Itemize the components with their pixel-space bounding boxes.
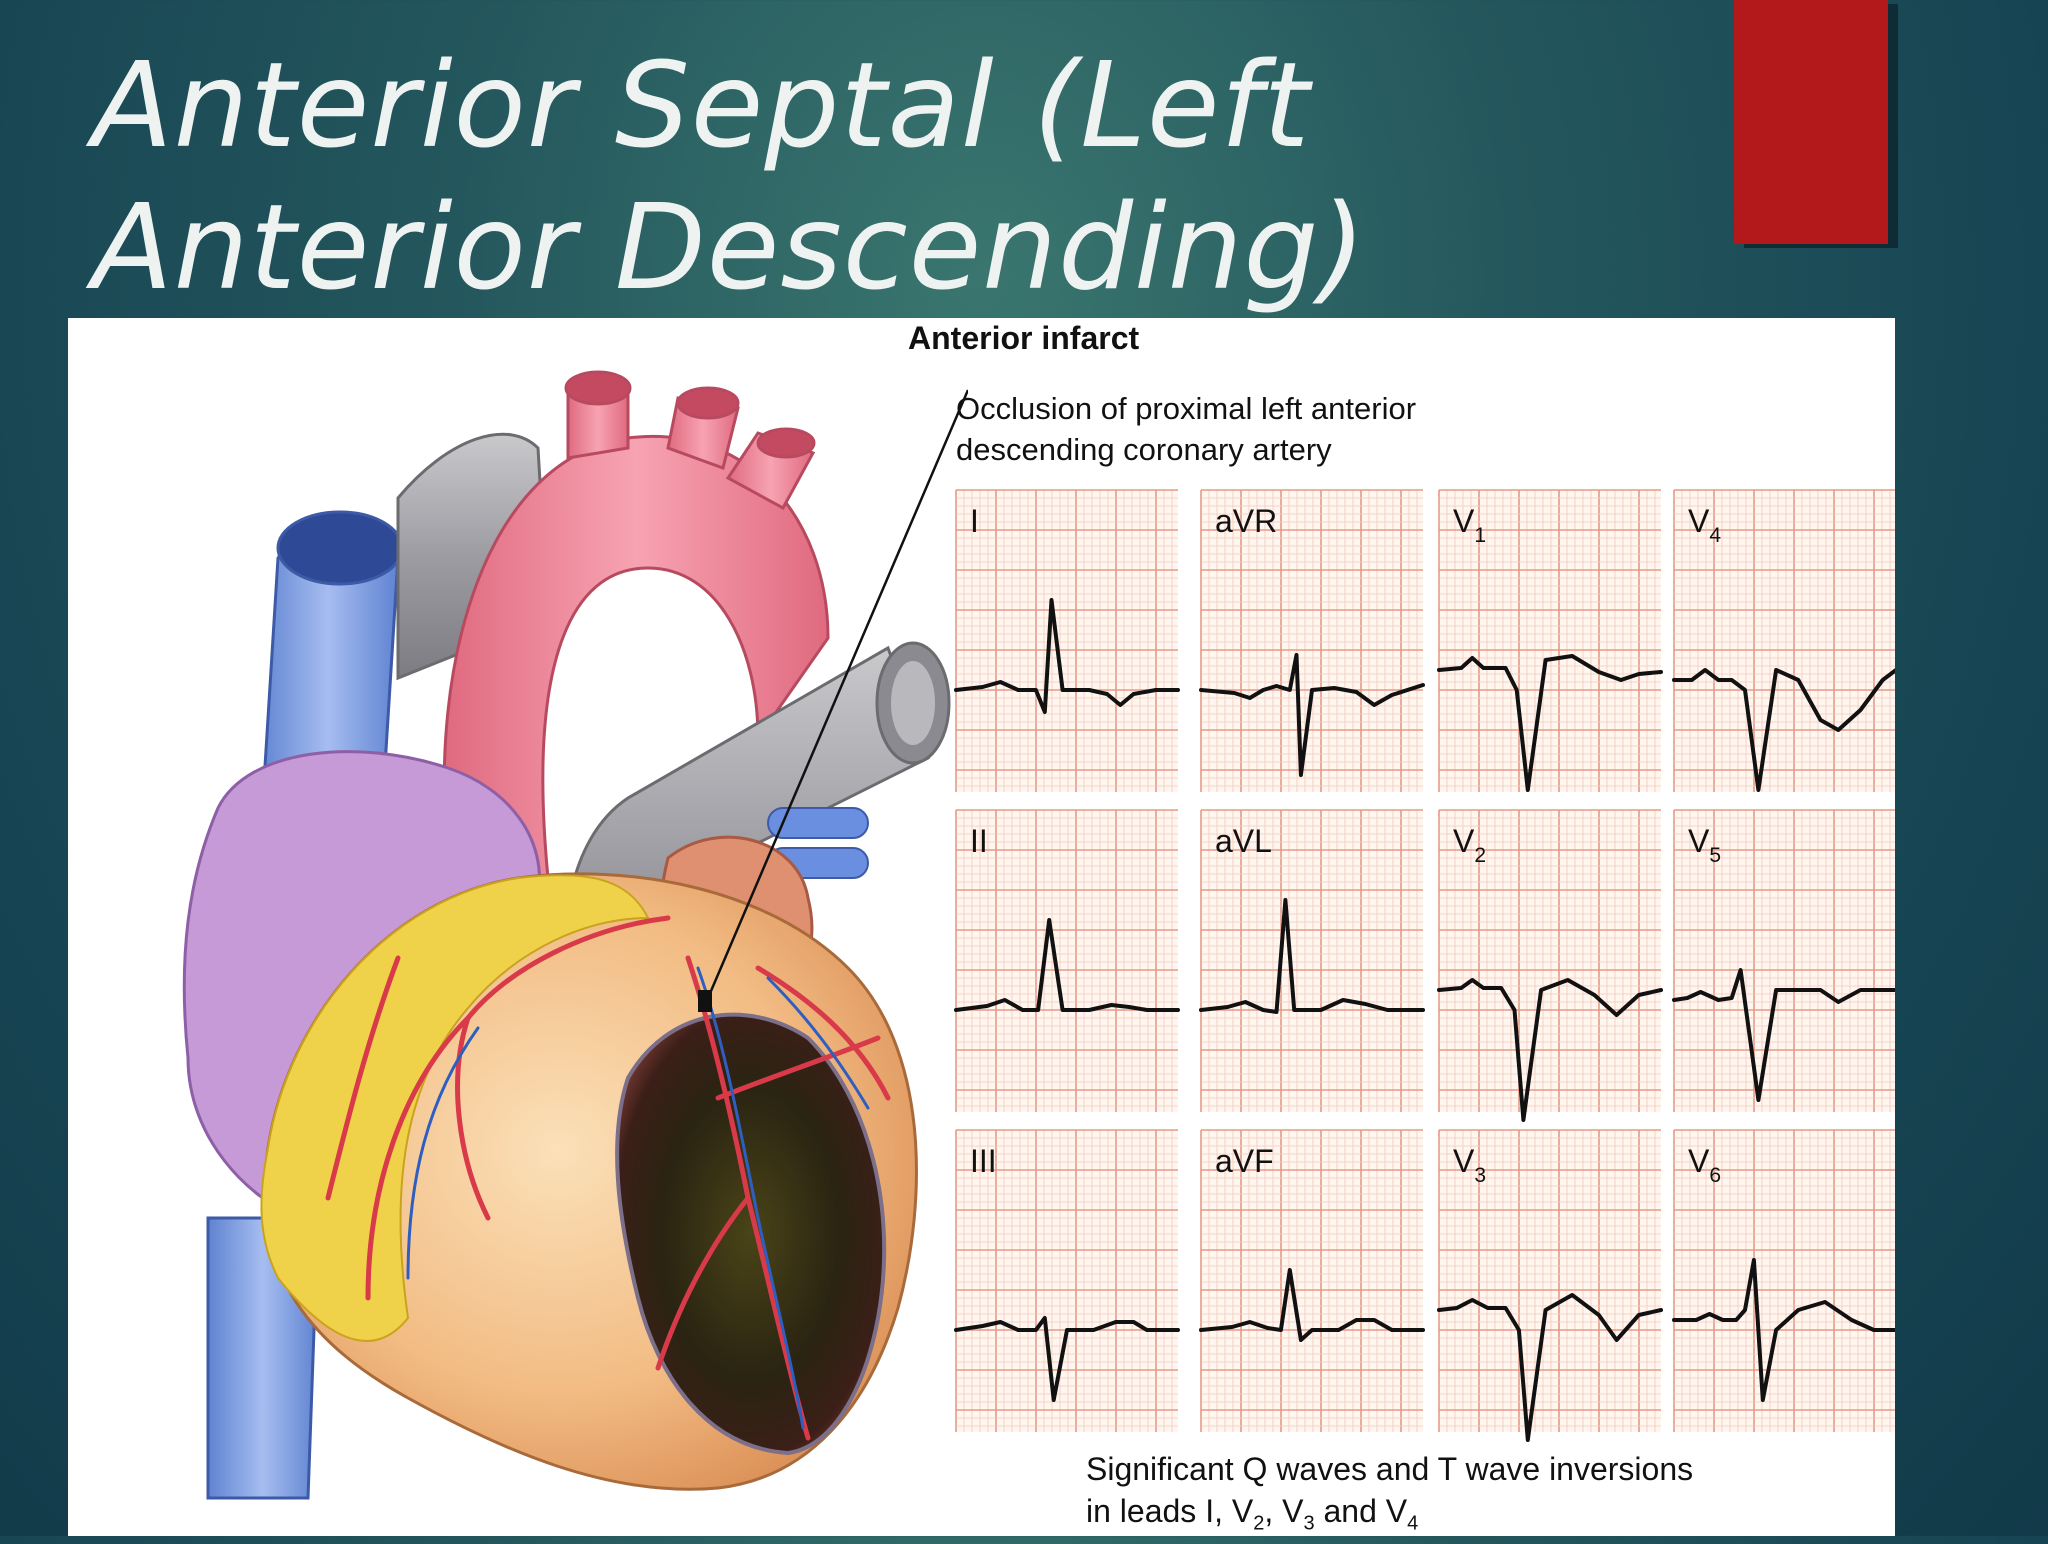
lead-label-iii: III xyxy=(970,1143,997,1179)
ecg-panel-avf: aVF xyxy=(1199,1129,1425,1432)
ecg-trace-avr xyxy=(1199,653,1425,777)
ecg-panel-v6: V6 xyxy=(1672,1129,1895,1432)
summary-line1: Significant Q waves and T wave inversion… xyxy=(1086,1451,1694,1487)
ecg-trace-v5 xyxy=(1672,968,1895,1102)
ecg-panel-avr: aVR xyxy=(1199,489,1425,792)
occlusion-caption-line2: descending coronary artery xyxy=(956,432,1332,467)
summary-line2: in leads I, V2, V3 and V4 xyxy=(1086,1493,1419,1535)
lead-label-ii: II xyxy=(970,823,988,859)
ecg-trace-v4 xyxy=(1672,668,1895,792)
figure-title: Anterior infarct xyxy=(908,320,1140,356)
occlusion-caption-line1: Occlusion of proximal left anterior xyxy=(956,391,1417,426)
lead-label-avl: aVL xyxy=(1215,823,1272,859)
heart-illustration xyxy=(182,370,968,1500)
lead-label-i: I xyxy=(970,503,979,539)
ecg-trace-v6 xyxy=(1672,1258,1895,1402)
ecg-trace-i xyxy=(954,598,1180,714)
occlusion-caption: Occlusion of proximal left anterior desc… xyxy=(956,388,1656,470)
ecg-panel-v1: V1 xyxy=(1437,489,1663,792)
ecg-panel-v5: V5 xyxy=(1672,809,1895,1112)
ecg-panel-v3: V3 xyxy=(1437,1129,1663,1442)
ecg-trace-v1 xyxy=(1437,654,1663,792)
lead-label-v6: V6 xyxy=(1688,1143,1721,1187)
ecg-trace-ii xyxy=(954,918,1180,1012)
lead-label-v2: V2 xyxy=(1453,823,1486,867)
lead-label-v1: V1 xyxy=(1453,503,1486,547)
slide-title: Anterior Septal (Left Anterior Descendin… xyxy=(92,36,1367,316)
accent-bar xyxy=(1734,0,1888,244)
ecg-panel-iii: III xyxy=(954,1129,1180,1432)
ecg-trace-v3 xyxy=(1437,1293,1663,1442)
lead-label-v5: V5 xyxy=(1688,823,1721,867)
lead-label-avr: aVR xyxy=(1215,503,1277,539)
lead-label-avf: aVF xyxy=(1215,1143,1274,1179)
lead-label-v4: V4 xyxy=(1688,503,1721,547)
ecg-panel-v4: V4 xyxy=(1672,489,1895,792)
ecg-trace-avf xyxy=(1199,1268,1425,1342)
ecg-trace-v2 xyxy=(1437,978,1663,1122)
ecg-panel-avl: aVL xyxy=(1199,809,1425,1112)
ecg-panel-i: I xyxy=(954,489,1180,792)
ecg-panel-ii: II xyxy=(954,809,1180,1112)
ecg-trace-iii xyxy=(954,1316,1180,1402)
ecg-trace-avl xyxy=(1199,898,1425,1014)
summary-caption: Significant Q waves and T wave inversion… xyxy=(1086,1448,1846,1544)
lead-label-v3: V3 xyxy=(1453,1143,1486,1187)
ecg-panel-v2: V2 xyxy=(1437,809,1663,1122)
